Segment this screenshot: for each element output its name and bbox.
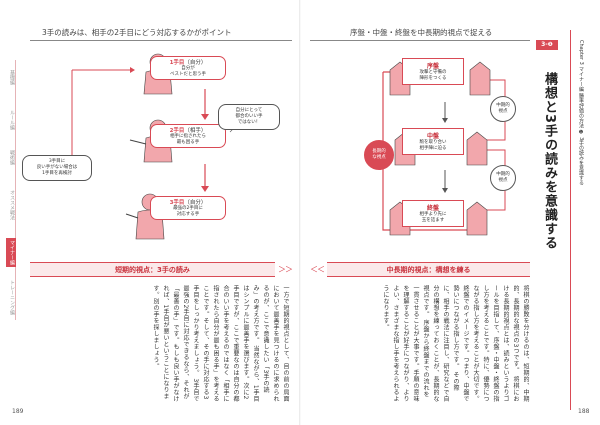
right-page-number: 188 — [578, 408, 590, 415]
right-body-text: 将棋の勝敗を分けるのは、短期的、中期的、長期的な視点の3つです。 将棋における長… — [382, 285, 529, 403]
chapter-title: 構想と3手の読みを意識する — [542, 72, 557, 251]
step3-who: （自分） — [184, 200, 207, 206]
step1-who: （自分） — [184, 60, 207, 66]
chapter-number: 3-❶ — [536, 40, 558, 50]
step3-num: 3手目 — [169, 200, 185, 206]
step2-desc: 相手に指されたら 最も困る手 — [170, 134, 206, 145]
right-band: 中長期的視点：構想を練る — [327, 262, 530, 277]
stage-middle-desc: 駒を取り合い 相手陣に迫る — [419, 140, 447, 151]
mid-term-circle-2: 中期的 視点 — [490, 165, 516, 191]
left-heading: 3手の読みは、相手の2手目にどう対応するかがポイント — [42, 28, 232, 37]
sidebar-line — [15, 60, 16, 320]
right-heading-rule — [310, 40, 530, 41]
stage-opening-name: 序盤 — [426, 63, 439, 70]
step1-pill: 1手目（自分） 自分が ベストだと思う手 — [150, 56, 226, 80]
left-band: 短期的視点：3手の読み — [30, 262, 275, 277]
chapter-rule — [570, 30, 571, 410]
step2-who: （相手） — [184, 128, 207, 134]
stage-middle-name: 中盤 — [426, 133, 439, 140]
mid-term-circle-1: 中期的 視点 — [490, 96, 516, 122]
left-heading-rule — [30, 40, 292, 41]
right-band-row: ＜＜ 中長期的視点：構想を練る — [310, 262, 530, 277]
sidebar-item-3[interactable]: オススメ戦法 — [9, 190, 15, 220]
long-term-circle: 長期的 な視点 — [364, 140, 394, 170]
right-band-label: 中長期的視点：構想を練る — [386, 265, 471, 274]
stage-opening-desc: 攻撃と守備の 陣形をつくる — [419, 70, 447, 81]
recheck-bubble: 3手目に 良い手がない場合は 1手目を再検討 — [22, 155, 92, 181]
sidebar-item-2[interactable]: 戦術編 — [9, 150, 15, 165]
stage-end: 終盤 相手より先に 玉を詰ます — [402, 200, 464, 227]
not-convenient-bubble: 自分にとって 都合のいい手 ではない！ — [218, 104, 280, 130]
chevron-right-icon: ＞＞ — [278, 265, 293, 274]
stage-middle: 中盤 駒を取り合い 相手陣に迫る — [402, 128, 464, 155]
step3-desc: 最強の2手目に 対応する手 — [173, 206, 203, 217]
sidebar-item-5[interactable]: トレーニング編 — [9, 280, 15, 315]
left-page-number: 189 — [12, 408, 24, 415]
right-heading: 序盤・中盤・終盤を中長期的視点で捉える — [350, 28, 493, 37]
chapter-tag: Chapter 3 マイナー編 勝率評価の方法 ❶ 3手の読みを意識する — [578, 40, 584, 186]
step1-desc: 自分が ベストだと思う手 — [169, 66, 207, 77]
sidebar-item-4[interactable]: マイナー編 — [6, 238, 16, 267]
chevron-left-icon: ＜＜ — [310, 265, 325, 274]
stage-end-desc: 相手より先に 玉を詰ます — [419, 212, 447, 223]
left-band-label: 短期的視点：3手の読み — [115, 265, 190, 274]
sidebar-item-1[interactable]: ルール編 — [9, 110, 15, 130]
step1-num: 1手目 — [169, 60, 185, 66]
step2-num: 2手目 — [169, 128, 185, 134]
left-band-row: 短期的視点：3手の読み ＞＞ — [30, 262, 293, 277]
stage-end-name: 終盤 — [426, 205, 439, 212]
step3-pill: 3手目（自分） 最強の2手目に 対応する手 — [150, 196, 226, 220]
page-fold — [299, 0, 301, 425]
left-body-text: 一方で短期的視点として、目の前の局面において最善手を見つけるのに求められるのが、… — [152, 285, 289, 403]
sidebar-item-0[interactable]: 基礎編 — [9, 70, 15, 85]
step2-pill: 2手目（相手） 相手に指されたら 最も困る手 — [150, 124, 226, 148]
stage-opening: 序盤 攻撃と守備の 陣形をつくる — [402, 58, 464, 85]
